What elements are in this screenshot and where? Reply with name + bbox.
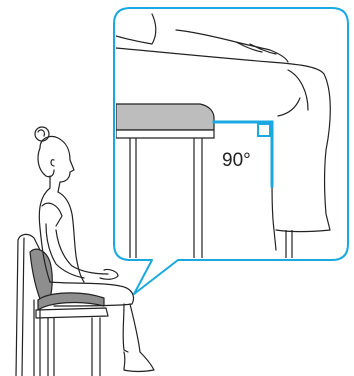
chair-back-frame xyxy=(15,233,43,376)
lower-leg-back xyxy=(129,303,141,353)
right-angle-icon xyxy=(257,123,271,137)
hair-bun xyxy=(34,126,50,142)
zoom-chair-leg-front xyxy=(193,138,203,258)
zoom-seat-board xyxy=(116,129,215,139)
chair-seat xyxy=(35,307,109,319)
sleeve xyxy=(41,202,63,227)
zoom-chair-leg-back xyxy=(129,138,137,258)
head xyxy=(39,135,75,193)
lumbar-cushion xyxy=(29,248,53,305)
chair-rear-leg xyxy=(33,299,41,376)
lower-leg-front xyxy=(122,303,129,353)
thigh xyxy=(49,281,135,307)
zoom-seat-cushion xyxy=(116,103,215,131)
zoom-pant-fold xyxy=(277,69,309,117)
callout-outline xyxy=(113,7,349,295)
ear xyxy=(50,159,55,167)
zoom-finger-lines xyxy=(235,41,277,55)
zoom-thigh-top xyxy=(116,47,331,231)
zoom-chair-leg-far xyxy=(285,230,293,258)
zoom-pant-hem xyxy=(275,229,331,233)
seat-cushion xyxy=(37,292,105,311)
hair-back xyxy=(37,147,55,178)
angle-label: 90° xyxy=(222,150,251,171)
hair-bun-swirl xyxy=(37,129,45,137)
upper-arm xyxy=(45,223,85,279)
zoom-hand-left xyxy=(116,13,157,45)
callout-bubble: 90° xyxy=(113,7,349,295)
right-angle-indicator xyxy=(212,120,274,188)
chair-middle-leg xyxy=(47,317,55,376)
forearm xyxy=(55,229,109,275)
foot xyxy=(123,351,155,373)
woman-seated-on-chair xyxy=(15,126,155,376)
chair-front-leg xyxy=(91,317,101,376)
hand xyxy=(99,268,119,280)
torso-front xyxy=(57,191,85,283)
torso-back xyxy=(38,187,51,283)
